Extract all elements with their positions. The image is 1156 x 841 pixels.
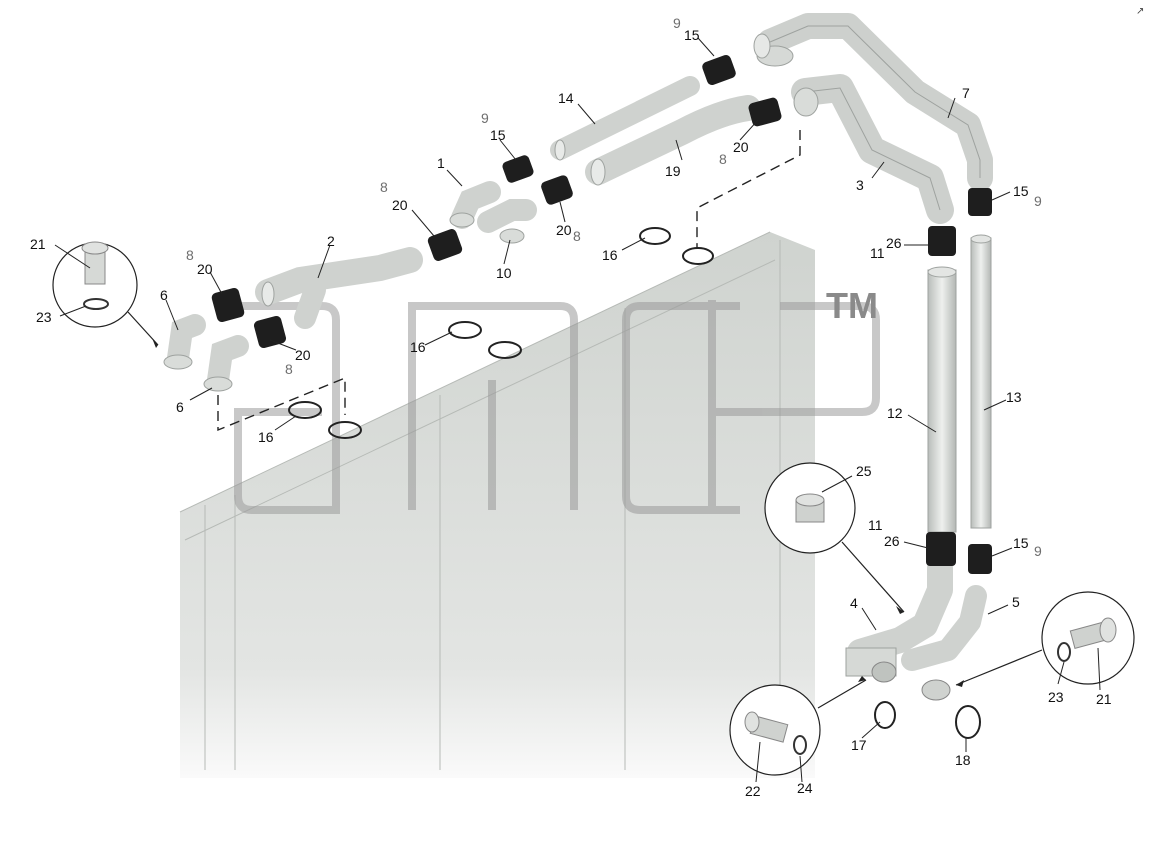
callout-3: 3 (856, 177, 864, 193)
hose-clamps (211, 55, 992, 574)
callout-26: 26 (886, 235, 902, 251)
callout-15: 15 (1013, 535, 1029, 551)
callout-25: 25 (856, 463, 872, 479)
callout-17: 17 (851, 737, 867, 753)
callout-16: 16 (410, 339, 426, 355)
clamp-15-top (702, 55, 736, 85)
callout-8: 8 (186, 247, 194, 263)
clamp-15-right-bottom (968, 544, 992, 574)
callout-20: 20 (556, 222, 572, 238)
callout-6: 6 (160, 287, 168, 303)
callout-6: 6 (176, 399, 184, 415)
callout-2: 2 (327, 233, 335, 249)
clamp-20-top (748, 97, 782, 127)
gasket-18 (955, 705, 981, 739)
clamp-20-upper (211, 288, 245, 322)
pipe-14 (550, 76, 700, 161)
elbow-6-lower (203, 335, 249, 392)
pipe-13 (970, 234, 992, 529)
gaskets (288, 227, 981, 739)
pipe-19 (585, 95, 761, 186)
detail-circle-25 (764, 462, 905, 614)
gasket-17 (874, 701, 896, 729)
callout-9: 9 (1034, 543, 1042, 559)
callout-20: 20 (295, 347, 311, 363)
callout-7: 7 (962, 85, 970, 101)
clamp-15-mid (502, 155, 534, 183)
callout-21: 21 (30, 236, 46, 252)
watermark-logo (234, 300, 880, 514)
callout-24: 24 (797, 780, 813, 796)
clamp-26-bottom (926, 532, 956, 566)
callout-5: 5 (1012, 594, 1020, 610)
callout-8: 8 (285, 361, 293, 377)
clamp-20-mid (541, 175, 573, 205)
detail-circle-21-23-right (955, 591, 1135, 687)
callout-9: 9 (673, 15, 681, 31)
corner-mark: ↗ (1136, 6, 1144, 17)
callout-16: 16 (258, 429, 274, 445)
callout-20: 20 (197, 261, 213, 277)
clamp-15-right-top (968, 188, 992, 216)
callout-18: 18 (955, 752, 971, 768)
gasket-16-a (639, 227, 671, 245)
detail-circle-22-24 (729, 676, 867, 776)
gasket-16-c (448, 321, 482, 339)
clamp-20-lower (253, 315, 287, 349)
callout-22: 22 (745, 783, 761, 799)
callout-16: 16 (602, 247, 618, 263)
clamp-26-top (928, 226, 956, 256)
callout-11: 11 (870, 245, 885, 261)
callout-20: 20 (392, 197, 408, 213)
callout-13: 13 (1006, 389, 1022, 405)
pipe-2 (255, 247, 423, 329)
pipe-5 (901, 585, 987, 701)
callout-9: 9 (481, 110, 489, 126)
watermark-trademark: TM (826, 285, 878, 326)
callout-23: 23 (1048, 689, 1064, 705)
callout-8: 8 (719, 151, 727, 167)
callout-4: 4 (850, 595, 858, 611)
callout-15: 15 (490, 127, 506, 143)
callout-26: 26 (884, 533, 900, 549)
callout-8: 8 (380, 179, 388, 195)
callout-12: 12 (887, 405, 903, 421)
gasket-16-b (682, 247, 714, 265)
pipe-7 (753, 13, 993, 191)
leader-lines (54, 37, 1101, 783)
elbow-10 (477, 199, 537, 244)
callout-9: 9 (1034, 193, 1042, 209)
callout-11: 11 (868, 517, 883, 533)
callout-8: 8 (573, 228, 581, 244)
gasket-16-f (328, 421, 362, 439)
gasket-16-d (488, 341, 522, 359)
callout-10: 10 (496, 265, 512, 281)
elbow-1 (449, 181, 501, 229)
callouts: 9 15 14 7 9 15 20 8 19 3 15 9 1 8 20 20 … (30, 15, 1112, 799)
pipe-12 (927, 266, 957, 533)
callout-23: 23 (36, 309, 52, 325)
callout-1: 1 (437, 155, 445, 171)
detail-circle-21-23-top (52, 241, 159, 348)
radiator-core (179, 231, 815, 778)
callout-21: 21 (1096, 691, 1112, 707)
gasket-16-e (288, 401, 322, 419)
pipe-4 (845, 555, 953, 683)
elbow-6-upper (163, 314, 206, 370)
callout-14: 14 (558, 90, 574, 106)
callout-19: 19 (665, 163, 681, 179)
callout-15: 15 (684, 27, 700, 43)
callout-15: 15 (1013, 183, 1029, 199)
dashed-guides (217, 130, 801, 432)
callout-20: 20 (733, 139, 749, 155)
pipe-3 (791, 74, 954, 224)
clamp-20-left (427, 229, 463, 261)
